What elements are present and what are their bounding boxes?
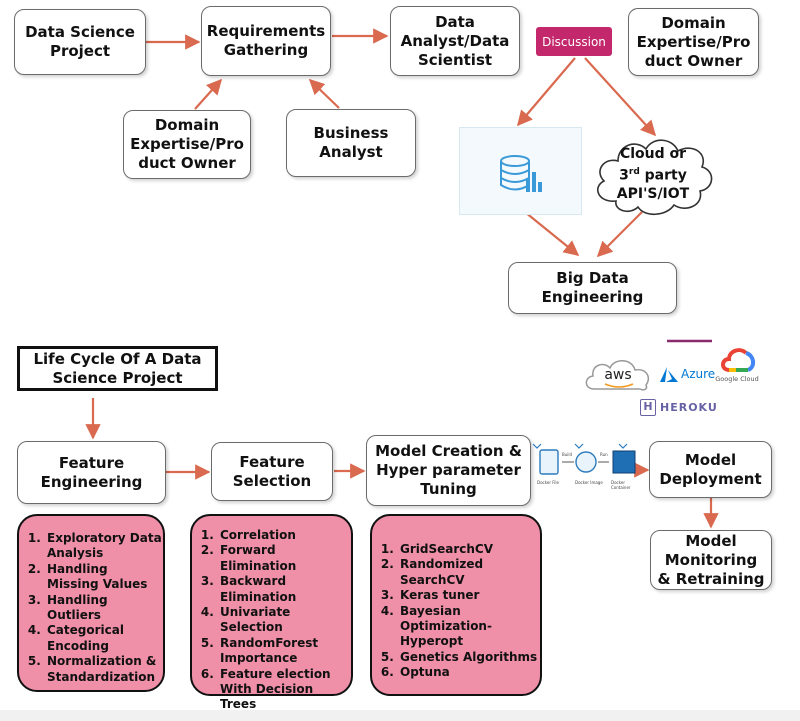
azure-logo: Azure — [659, 364, 719, 386]
heroku-icon: H — [640, 399, 656, 416]
docker-container-icon — [612, 450, 636, 474]
docker-file-icon — [539, 449, 559, 475]
list-item: Forward Elimination — [218, 543, 351, 574]
business-analyst-box: Business Analyst — [286, 109, 416, 177]
feature-selection-label: Feature Selection — [232, 452, 312, 490]
feature-engineering-list-box: Exploratory Data Analysis Handling Missi… — [17, 514, 165, 692]
list-item: Genetics Algorithms — [398, 650, 540, 665]
model-creation-list: GridSearchCV Randomized SearchCV Keras t… — [372, 542, 540, 681]
data-analyst-label: Data Analyst/Data Scientist — [400, 12, 510, 69]
cloud-line2-num: 3 — [619, 167, 629, 184]
list-item: Bayesian Optimization-Hyperopt — [398, 604, 540, 650]
google-cloud-label: Google Cloud — [715, 375, 759, 383]
database-icon — [500, 155, 542, 192]
docker-container-label: Docker Container — [611, 480, 631, 490]
discussion-badge: Discussion — [536, 27, 612, 56]
arrow-database-to-bigdata — [519, 207, 580, 256]
model-creation-label: Model Creation & Hyper parameter Tuning — [375, 442, 522, 498]
heroku-label: HEROKU — [660, 401, 718, 414]
aws-label: aws — [604, 367, 632, 383]
model-creation-box: Model Creation & Hyper parameter Tuning — [366, 435, 531, 506]
list-item: Categorical Encoding — [45, 623, 163, 654]
requirements-gathering-box: Requirements Gathering — [201, 6, 331, 76]
lifecycle-title: Life Cycle Of A Data Science Project — [33, 349, 202, 387]
lifecycle-title-box: Life Cycle Of A Data Science Project — [17, 346, 218, 391]
domain-expertise-top-label: Domain Expertise/Pro duct Owner — [636, 13, 751, 70]
list-item: Randomized SearchCV — [398, 557, 540, 588]
big-data-engineering-box: Big Data Engineering — [508, 262, 677, 314]
google-cloud-logo: Google Cloud — [712, 347, 762, 389]
azure-label: Azure — [681, 367, 716, 381]
list-item: Keras tuner — [398, 588, 540, 603]
data-science-project-label: Data Science Project — [25, 23, 135, 60]
docker-file-label: Docker File — [537, 480, 559, 485]
google-cloud-icon — [721, 348, 755, 372]
docker-icons — [532, 443, 636, 475]
database-box — [459, 127, 582, 215]
aws-smile-icon — [604, 383, 634, 388]
cloud-line3: API'S/IOT — [616, 185, 690, 202]
arrow-business-to-requirements — [308, 78, 340, 109]
list-item: Handling Missing Values — [45, 562, 163, 593]
domain-expertise-left-box: Domain Expertise/Pro duct Owner — [123, 110, 251, 179]
docker-run-label: Run — [600, 452, 608, 457]
model-deployment-box: Model Deployment — [649, 441, 772, 498]
domain-expertise-left-label: Domain Expertise/Pro duct Owner — [130, 116, 244, 172]
cloud-api-iot: Cloud or 3rd party API'S/IOT — [588, 125, 718, 221]
requirements-gathering-label: Requirements Gathering — [206, 22, 326, 59]
discussion-label: Discussion — [542, 34, 606, 49]
bottom-strip — [0, 710, 800, 721]
list-item: Backward Elimination — [218, 574, 351, 605]
arrow-discussion-to-cloud — [584, 57, 657, 137]
docker-image-icon — [575, 451, 597, 473]
feature-engineering-label: Feature Engineering — [40, 453, 143, 491]
list-item: RandomForest Importance — [218, 636, 351, 667]
cloud-line2-sup: rd — [628, 167, 640, 177]
arrow-cloud-to-bigdata — [596, 211, 643, 258]
model-monitoring-box: Model Monitoring & Retraining — [650, 530, 772, 590]
list-item: Correlation — [218, 528, 351, 543]
list-item: Feature election With Decision Trees — [218, 667, 351, 713]
cloud-line2-rest: party — [639, 167, 687, 184]
docker-pipeline: Build Run Docker File Docker Image Docke… — [531, 440, 639, 492]
list-item: Exploratory Data Analysis — [45, 531, 163, 562]
list-item: Univariate Selection — [218, 605, 351, 636]
big-data-engineering-label: Big Data Engineering — [541, 269, 644, 306]
aws-cloud-icon — [585, 360, 650, 391]
list-item: Handling Outliers — [45, 593, 163, 624]
heroku-logo: H HEROKU — [640, 398, 720, 418]
data-science-project-box: Data Science Project — [14, 9, 146, 75]
model-creation-list-box: GridSearchCV Randomized SearchCV Keras t… — [370, 514, 542, 696]
docker-build-label: Build — [562, 452, 573, 457]
model-deployment-label: Model Deployment — [659, 450, 762, 488]
list-item: Optuna — [398, 665, 540, 680]
cloud-line1: Cloud or — [619, 146, 687, 162]
azure-icon — [660, 367, 678, 382]
list-item: GridSearchCV — [398, 542, 540, 557]
business-analyst-label: Business Analyst — [313, 124, 389, 161]
feature-selection-list-box: Correlation Forward Elimination Backward… — [190, 514, 353, 711]
list-item: Normalization & Standardization — [45, 654, 163, 685]
model-monitoring-label: Model Monitoring & Retraining — [657, 531, 765, 588]
aws-logo: aws — [582, 355, 654, 395]
data-analyst-box: Data Analyst/Data Scientist — [390, 6, 520, 76]
domain-expertise-top-box: Domain Expertise/Pro duct Owner — [628, 8, 759, 76]
docker-image-label: Docker Image — [575, 480, 603, 485]
cloud-icon — [596, 139, 713, 216]
feature-selection-box: Feature Selection — [211, 442, 333, 501]
arrow-discussion-to-database — [517, 57, 576, 127]
feature-selection-list: Correlation Forward Elimination Backward… — [192, 528, 351, 713]
arrow-domain-to-requirements — [194, 78, 223, 110]
feature-engineering-box: Feature Engineering — [17, 441, 166, 504]
feature-engineering-list: Exploratory Data Analysis Handling Missi… — [19, 531, 163, 685]
